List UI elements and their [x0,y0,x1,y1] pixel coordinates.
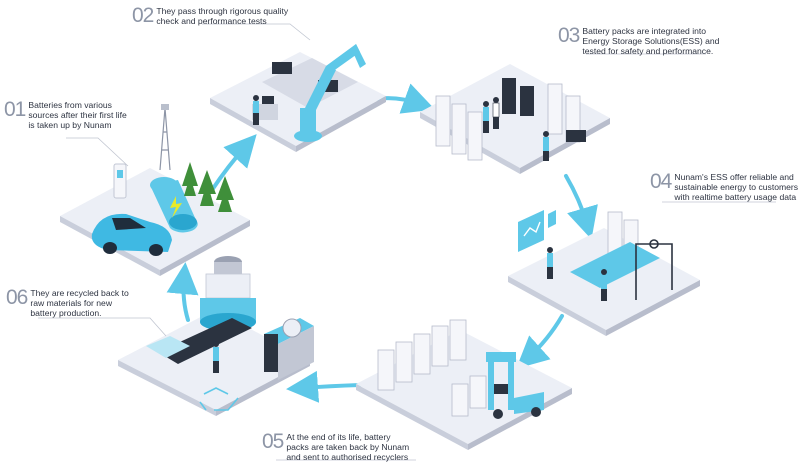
trees-icon [182,162,234,212]
step-05-line-1: At the end of its life, battery [286,432,391,442]
lightning-icon [170,196,182,218]
step-01-number: 01 [4,98,26,121]
callout-leaders [38,23,776,461]
engineers-figures [483,97,549,161]
arrow-3-to-4 [564,174,598,240]
customer-figures [547,247,607,301]
pulley-stand [635,239,673,300]
platform-6-recycling [118,256,314,416]
fan-unit [264,318,314,380]
arrow-4-to-5 [516,314,564,369]
step-02-number: 02 [132,4,154,27]
electric-car-icon [91,213,172,256]
step-01-line-1: Batteries from various [28,100,112,110]
step-02-line-2: check and performance tests [156,16,267,26]
charging-post-icon [113,163,127,199]
chart-screen-icon [518,210,556,252]
platform-2-testing [210,44,386,152]
step-05-line-2: packs are taken back by Nunam [286,442,410,452]
step-03-number: 03 [558,24,580,47]
step-05-callout: 05 At the end of its life, battery packs… [262,430,410,462]
shredder-tower [200,256,256,331]
step-04-callout: 04 Nunam's ESS offer reliable and sustai… [650,170,799,202]
step-03-line-2: Energy Storage Solutions(ESS) and [582,36,720,46]
stacked-battery-packs [377,319,487,417]
platform-4-delivery [508,210,700,336]
step-05-line-3: and sent to authorised recyclers [286,452,409,462]
arrow-6-to-1 [166,262,199,322]
platform-5-return [356,319,572,450]
technician-figure [253,95,259,125]
step-04-line-1: Nunam's ESS offer reliable and [674,172,794,182]
conveyor-belt [158,318,252,364]
step-01-line-2: sources after their first life [28,110,127,120]
platform-1-collection [60,104,250,276]
step-06-number: 06 [6,286,28,309]
battery-cylinder-icon [150,177,198,233]
step-02-line-1: They pass through rigorous quality [156,6,289,16]
cell-tower-icon [159,104,171,171]
arrow-5-to-6 [286,370,362,403]
step-01-line-3: is taken up by Nunam [28,120,112,130]
step-06-line-3: battery production. [30,308,102,318]
step-06-callout: 06 They are recycled back to raw materia… [6,286,129,318]
step-04-number: 04 [650,170,672,193]
step-05-number: 05 [262,430,284,453]
arrow-1-to-2 [210,134,257,192]
step-01-callout: 01 Batteries from various sources after … [4,98,127,130]
step-06-line-2: raw materials for new [30,298,113,308]
recycle-arrows-icon [199,387,239,411]
platform-3-integration [420,64,610,174]
step-04-line-2: sustainable energy to customers [674,182,799,192]
step-03-line-1: Battery packs are integrated into [582,26,707,36]
step-02-callout: 02 They pass through rigorous quality ch… [132,4,289,27]
step-06-line-1: They are recycled back to [30,288,129,298]
forklift-icon [486,352,544,419]
robot-arm-icon [294,44,366,142]
step-03-callout: 03 Battery packs are integrated into Ene… [558,24,720,56]
worker-figure [213,341,219,373]
step-04-line-3: with realtime battery usage data [674,192,797,202]
step-03-line-3: tested for safety and performance. [582,46,714,56]
